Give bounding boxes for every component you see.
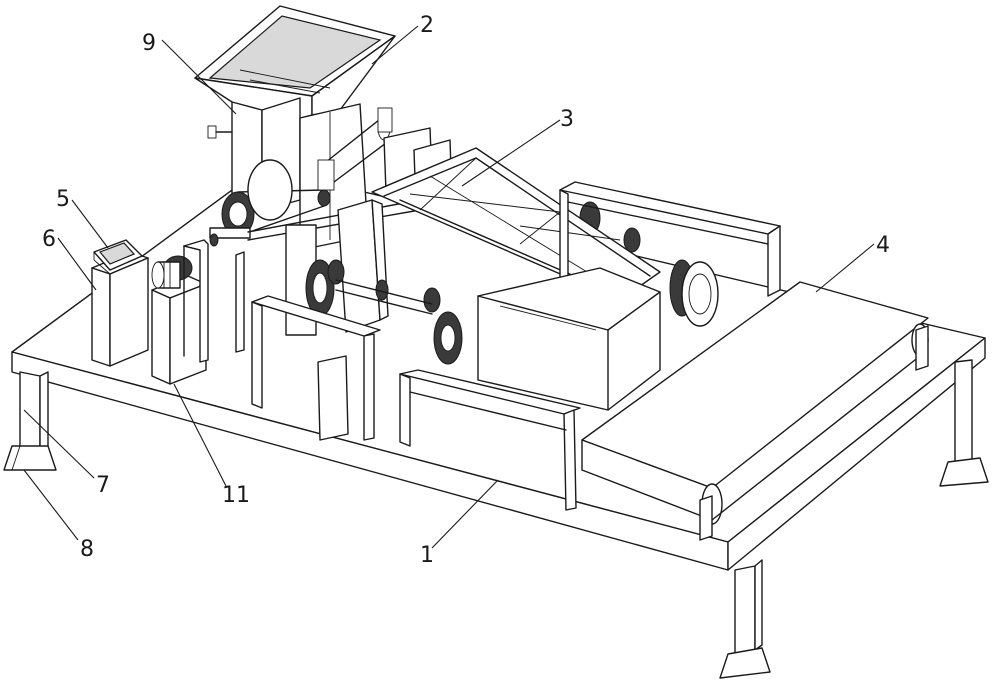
leg-front-left bbox=[3, 371, 57, 471]
label-8: 8 bbox=[80, 537, 94, 562]
rear-supports bbox=[183, 239, 245, 363]
label-4: 4 bbox=[876, 233, 890, 258]
label-3: 3 bbox=[560, 107, 574, 132]
label-6: 6 bbox=[42, 227, 56, 252]
gear-assemblies bbox=[305, 201, 719, 365]
belt-drive bbox=[209, 107, 421, 247]
label-5: 5 bbox=[56, 187, 70, 212]
rear-right-frame bbox=[477, 181, 781, 411]
label-9: 9 bbox=[142, 31, 156, 56]
front-frames bbox=[251, 295, 581, 511]
label-1: 1 bbox=[420, 543, 434, 568]
conveyor bbox=[581, 281, 929, 541]
motor-cabinet bbox=[151, 255, 207, 385]
label-2: 2 bbox=[420, 13, 434, 38]
label-11: 11 bbox=[222, 483, 250, 508]
control-cabinet bbox=[91, 239, 149, 367]
leg-back-right bbox=[939, 359, 989, 487]
label-7: 7 bbox=[96, 473, 110, 498]
leg-front-right bbox=[719, 559, 771, 679]
leader-lines bbox=[23, 25, 875, 549]
part-labels: 9 2 3 4 5 6 7 8 11 1 bbox=[42, 13, 890, 568]
hopper bbox=[194, 5, 396, 129]
